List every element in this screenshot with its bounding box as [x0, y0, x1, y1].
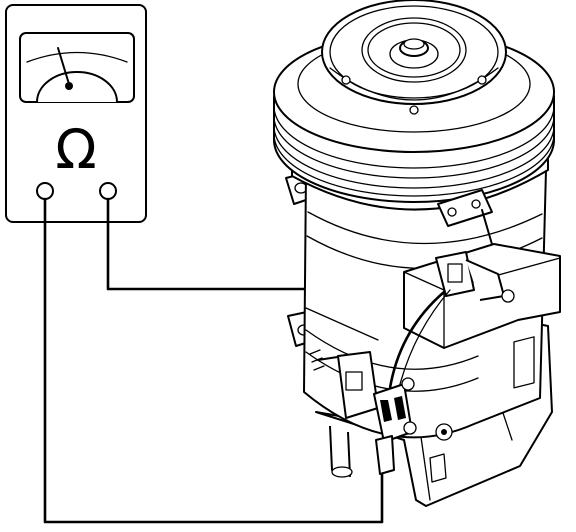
- coil-connector: [435, 251, 515, 303]
- test-connector: [373, 377, 417, 475]
- meter-jack-left: [36, 182, 54, 200]
- meter-dial: [19, 32, 135, 103]
- service-fittings: [429, 423, 453, 483]
- lead-to-connector-terminal: [43, 197, 384, 524]
- coil-wire-harness: [388, 289, 451, 393]
- meter-needle: [57, 47, 70, 85]
- ac-compressor: [273, 0, 561, 507]
- ohm-symbol: Ω: [55, 118, 96, 181]
- meter-jack-right: [99, 182, 117, 200]
- multimeter: Ω: [5, 4, 147, 223]
- clutch-hub: [321, 0, 507, 115]
- lead-to-compressor-body: [106, 197, 345, 291]
